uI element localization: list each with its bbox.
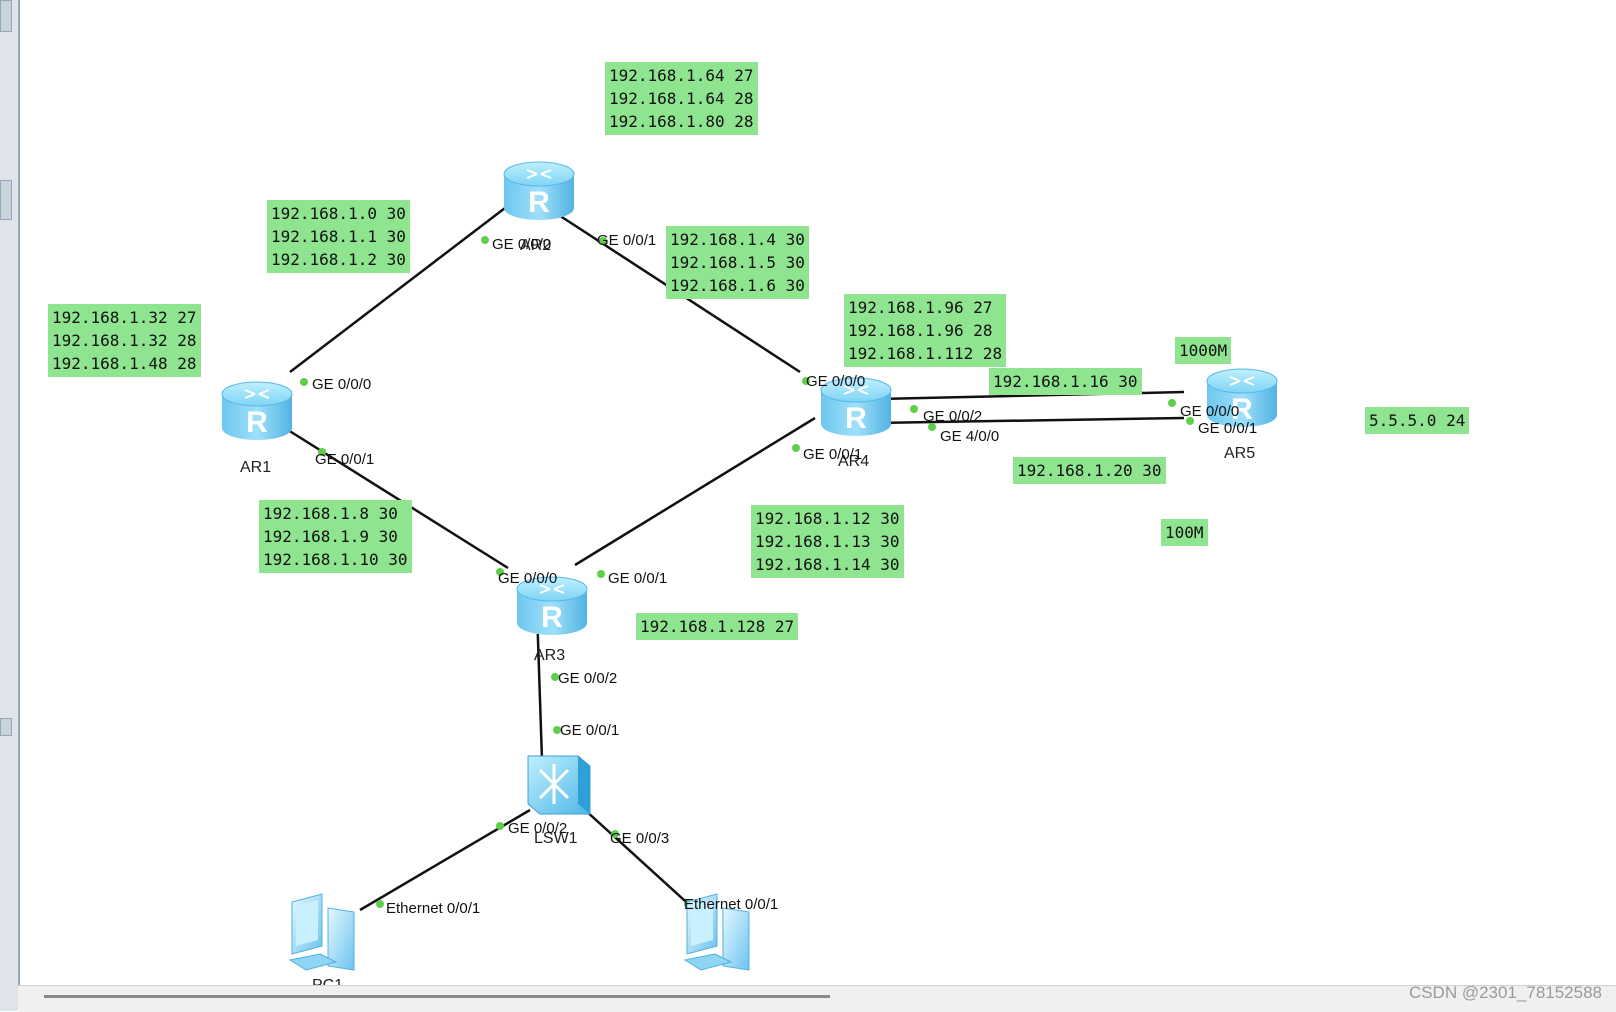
- link-ar1-ar3[interactable]: [279, 423, 509, 570]
- pc1-icon[interactable]: [288, 893, 355, 971]
- panel-tab[interactable]: [0, 0, 12, 32]
- port-dot: [481, 236, 489, 244]
- ip-box-ar2-top: 192.168.1.64 27 192.168.1.64 28 192.168.…: [605, 62, 758, 135]
- iface-ar4-ge400: GE 4/0/0: [940, 428, 999, 445]
- port-dot: [928, 423, 936, 431]
- panel-tab[interactable]: [0, 180, 12, 220]
- ip-box-ar1-ar2: 192.168.1.0 30 192.168.1.1 30 192.168.1.…: [267, 200, 410, 273]
- iface-ar3-ge002: GE 0/0/2: [558, 670, 617, 687]
- ip-box-ar4-ar5-lower: 192.168.1.20 30: [1013, 457, 1166, 484]
- iface-ar4-ge002: GE 0/0/2: [923, 408, 982, 425]
- iface-ar1-ge001: GE 0/0/1: [315, 451, 374, 468]
- iface-pc1-eth: Ethernet 0/0/1: [386, 900, 480, 917]
- ip-box-ar5-loopback: 5.5.5.0 24: [1365, 407, 1470, 434]
- device-label-pc1: PC1: [312, 977, 343, 985]
- port-dot: [792, 444, 800, 452]
- device-label-ar5: AR5: [1224, 445, 1255, 462]
- iface-ar2-ge001: GE 0/0/1: [597, 232, 656, 249]
- port-dot: [553, 726, 561, 734]
- topology-canvas[interactable]: R: [18, 0, 1616, 994]
- ip-box-ar4-top: 192.168.1.96 27 192.168.1.96 28 192.168.…: [844, 294, 1007, 367]
- ip-box-ar3-ar4: 192.168.1.12 30 192.168.1.13 30 192.168.…: [751, 505, 904, 578]
- port-dot: [551, 673, 559, 681]
- port-dots: [300, 236, 1194, 908]
- link-ar4-ar5-ge400[interactable]: [871, 416, 1185, 425]
- router-ar2-icon[interactable]: [503, 161, 575, 221]
- iface-ar4-ge001: GE 0/0/1: [803, 446, 862, 463]
- port-dot: [496, 822, 504, 830]
- port-dot: [376, 900, 384, 908]
- watermark: CSDN @2301_78152588: [1408, 983, 1602, 1002]
- link-lsw1-pc2[interactable]: [584, 809, 696, 911]
- device-label-ar1: AR1: [240, 459, 271, 476]
- port-dot: [1168, 399, 1176, 407]
- iface-ar3-ge000: GE 0/0/0: [498, 570, 557, 587]
- router-ar1-icon[interactable]: [221, 381, 293, 441]
- port-dot: [1186, 417, 1194, 425]
- iface-lsw1-ge002: GE 0/0/2: [508, 820, 567, 837]
- port-dot: [599, 237, 607, 245]
- topology-diagram: R: [221, 161, 1278, 994]
- iface-ar4-ge000: GE 0/0/0: [806, 373, 865, 390]
- ip-box-ar4-ar5-upper: 192.168.1.16 30: [989, 368, 1142, 395]
- horizontal-scrollbar[interactable]: [18, 985, 1616, 1012]
- device-label-ar3: AR3: [534, 647, 565, 664]
- link-ar3-ar4[interactable]: [574, 416, 816, 567]
- iface-ar2-ge000: GE 0/0/0: [492, 236, 551, 253]
- device-label-lsw1: LSW1: [534, 830, 578, 847]
- iface-lsw1-ge001: GE 0/0/1: [560, 722, 619, 739]
- port-dot: [597, 570, 605, 578]
- device-label-ar4: AR4: [838, 453, 869, 470]
- scrollbar-thumb[interactable]: [44, 995, 830, 998]
- ip-box-ar3-lan: 192.168.1.128 27: [636, 613, 799, 640]
- port-dot: [496, 568, 504, 576]
- device-label-ar2: AR2: [520, 237, 551, 254]
- port-dot: [910, 405, 918, 413]
- port-dot: [802, 377, 810, 385]
- switch-lsw1-icon[interactable]: [527, 755, 591, 815]
- links: [279, 206, 1185, 912]
- left-panel-edge: [0, 0, 20, 1011]
- iface-pc2-eth: Ethernet 0/0/1: [684, 896, 778, 913]
- port-dot: [300, 378, 308, 386]
- port-dot: [611, 830, 619, 838]
- ip-box-ar2-ar4: 192.168.1.4 30 192.168.1.5 30 192.168.1.…: [666, 226, 809, 299]
- ip-box-ar1-left: 192.168.1.32 27 192.168.1.32 28 192.168.…: [48, 304, 201, 377]
- iface-ar1-ge000: GE 0/0/0: [312, 376, 371, 393]
- link-ar3-lsw1[interactable]: [535, 609, 544, 761]
- bandwidth-label-100m: 100M: [1161, 519, 1208, 546]
- bandwidth-label-1000m: 1000M: [1175, 337, 1232, 364]
- port-dot: [318, 448, 326, 456]
- pc2-icon[interactable]: [683, 893, 750, 971]
- iface-ar5-ge000: GE 0/0/0: [1180, 403, 1239, 420]
- iface-lsw1-ge003: GE 0/0/3: [610, 830, 669, 847]
- panel-tab[interactable]: [0, 718, 12, 736]
- link-ar1-ar2[interactable]: [289, 207, 506, 373]
- ip-box-ar1-ar3: 192.168.1.8 30 192.168.1.9 30 192.168.1.…: [259, 500, 412, 573]
- link-lsw1-pc1[interactable]: [359, 808, 531, 912]
- iface-ar5-ge001: GE 0/0/1: [1198, 420, 1257, 437]
- iface-ar3-ge001: GE 0/0/1: [608, 570, 667, 587]
